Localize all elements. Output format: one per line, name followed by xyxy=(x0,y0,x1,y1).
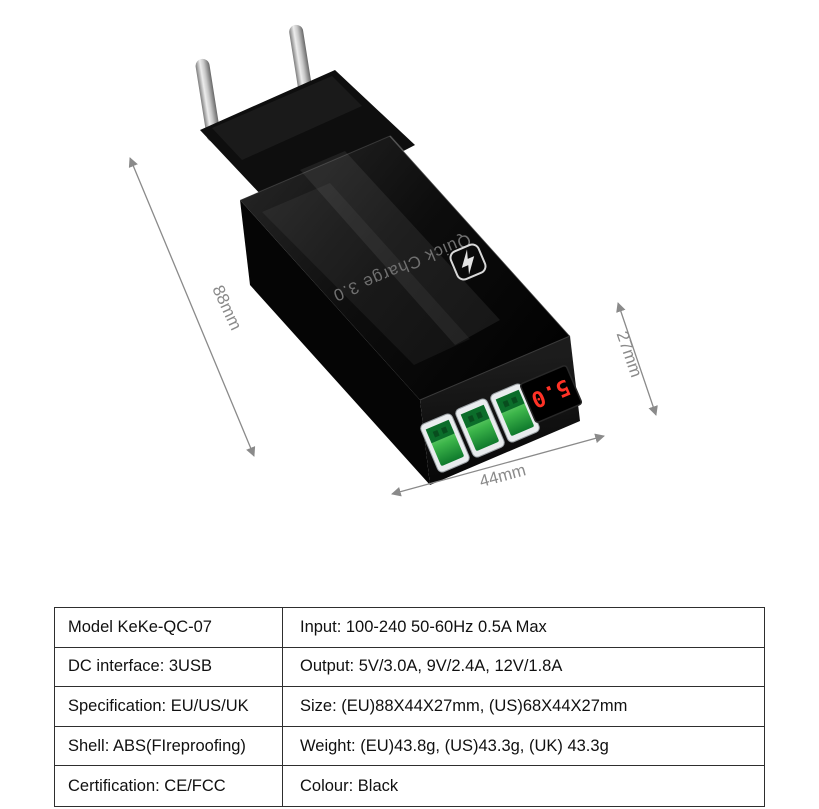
charger-top-face xyxy=(240,136,570,400)
body-edge-highlight xyxy=(389,135,571,337)
dimension-line-88mm xyxy=(128,157,256,457)
table-row: Shell: ABS(FIreproofing) Weight: (EU)43.… xyxy=(55,726,764,767)
lightning-bolt-icon xyxy=(449,243,487,281)
spec-size: Size: (EU)88X44X27mm, (US)68X44X27mm xyxy=(300,696,628,715)
table-row: Certification: CE/FCC Colour: Black xyxy=(55,766,764,806)
spec-specification: Specification: EU/US/UK xyxy=(55,687,283,726)
spec-shell: Shell: ABS(FIreproofing) xyxy=(55,726,283,766)
led-display: 5.0 xyxy=(519,365,583,423)
dimension-label-27mm: 27mm xyxy=(613,329,646,380)
spec-table: Model KeKe-QC-07 Input: 100-240 50-60Hz … xyxy=(54,607,765,807)
body-edge-highlight xyxy=(239,135,391,201)
plug-gloss-highlight xyxy=(212,76,362,160)
table-row: DC interface: 3USB Output: 5V/3.0A, 9V/2… xyxy=(55,647,764,688)
spec-colour: Colour: Black xyxy=(300,776,399,795)
product-photo: Quick Charge 3.0 xyxy=(128,24,658,497)
spec-certification: Certification: CE/FCC xyxy=(55,766,283,806)
spec-model: Model KeKe-QC-07 xyxy=(55,608,283,647)
charger-side-face xyxy=(240,200,430,485)
spec-dc-interface: DC interface: 3USB xyxy=(55,647,283,687)
spec-input: Input: 100-240 50-60Hz 0.5A Max xyxy=(300,617,547,636)
front-edge xyxy=(419,335,571,401)
gloss-streak xyxy=(262,183,470,365)
dimension-label-88mm: 88mm xyxy=(208,282,245,333)
spec-output: Output: 5V/3.0A, 9V/2.4A, 12V/1.8A xyxy=(300,657,563,676)
table-row: Specification: EU/US/UK Size: (EU)88X44X… xyxy=(55,687,764,727)
eu-plug-pin-left xyxy=(195,58,221,143)
gloss-streak xyxy=(300,151,500,345)
spec-weight: Weight: (EU)43.8g, (US)43.3g, (UK) 43.3g xyxy=(300,736,609,755)
table-row: Model KeKe-QC-07 Input: 100-240 50-60Hz … xyxy=(55,608,764,648)
dimension-line-44mm xyxy=(391,433,605,497)
dimension-line-27mm xyxy=(616,302,658,416)
dimension-label-44mm: 44mm xyxy=(477,460,528,491)
